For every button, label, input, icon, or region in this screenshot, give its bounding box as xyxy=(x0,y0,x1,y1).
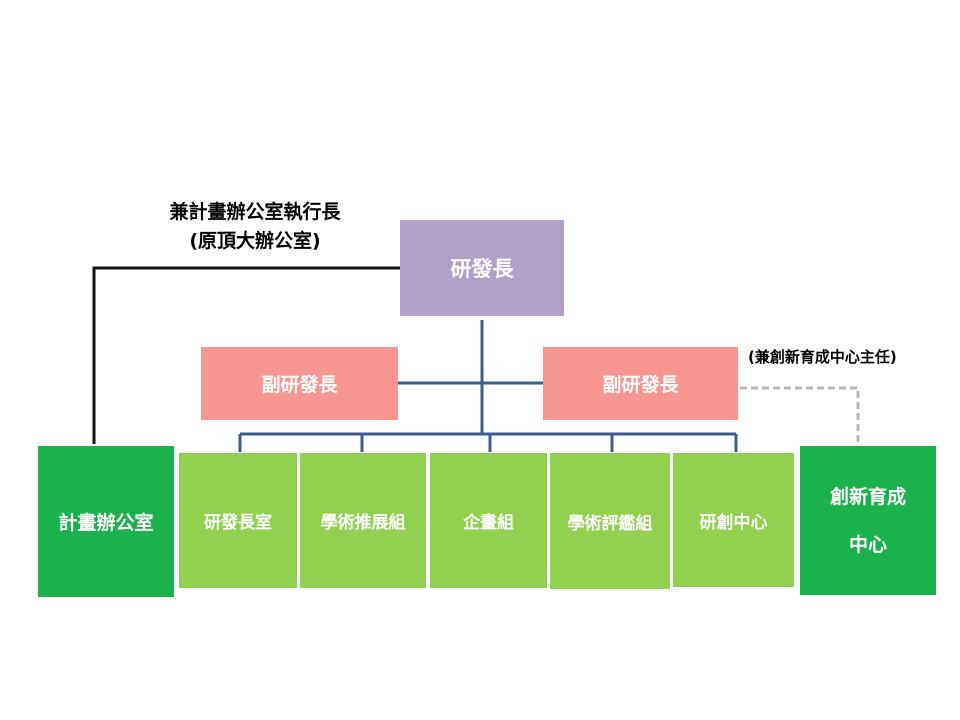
incubation-center-label: 創新育成 中心 xyxy=(830,473,906,569)
executive-note: 兼計畫辦公室執行長 (原頂大辦公室) xyxy=(130,198,380,256)
unit-label-5: 研創中心 xyxy=(699,512,768,533)
incubation-note: (兼創新育成中心主任) xyxy=(748,348,897,366)
deputy-label-left: 副研發長 xyxy=(261,374,338,396)
unit-box-2[interactable]: 學術推展組 xyxy=(300,453,426,588)
deputy-box-right[interactable]: 副研發長 xyxy=(543,347,738,420)
incubation-center-label-line1: 創新育成 xyxy=(829,485,906,508)
deputy-box-left[interactable]: 副研發長 xyxy=(201,347,398,420)
incubation-center-box[interactable]: 創新育成 中心 xyxy=(800,446,936,595)
head-label: 研發長 xyxy=(450,257,514,281)
planning-office-label: 計畫辦公室 xyxy=(58,512,154,534)
executive-note-line1: 兼計畫辦公室執行長 xyxy=(169,201,341,223)
unit-label-3: 企畫組 xyxy=(463,513,514,533)
executive-note-line2: (原頂大辦公室) xyxy=(189,230,321,252)
head-box[interactable]: 研發長 xyxy=(400,220,564,316)
unit-box-1[interactable]: 研發長室 xyxy=(179,453,297,588)
incubation-connector xyxy=(740,386,860,444)
unit-box-3[interactable]: 企畫組 xyxy=(430,453,547,588)
incubation-center-label-line2: 中心 xyxy=(848,533,887,556)
unit-label-1: 研發長室 xyxy=(204,513,272,533)
deputy-label-right: 副研發長 xyxy=(602,374,679,396)
unit-box-5[interactable]: 研創中心 xyxy=(673,453,794,587)
unit-label-2: 學術推展組 xyxy=(320,513,406,533)
unit-box-4[interactable]: 學術評鑑組 xyxy=(550,453,670,589)
unit-label-4: 學術評鑑組 xyxy=(567,513,653,534)
planning-office-box[interactable]: 計畫辦公室 xyxy=(38,446,174,597)
